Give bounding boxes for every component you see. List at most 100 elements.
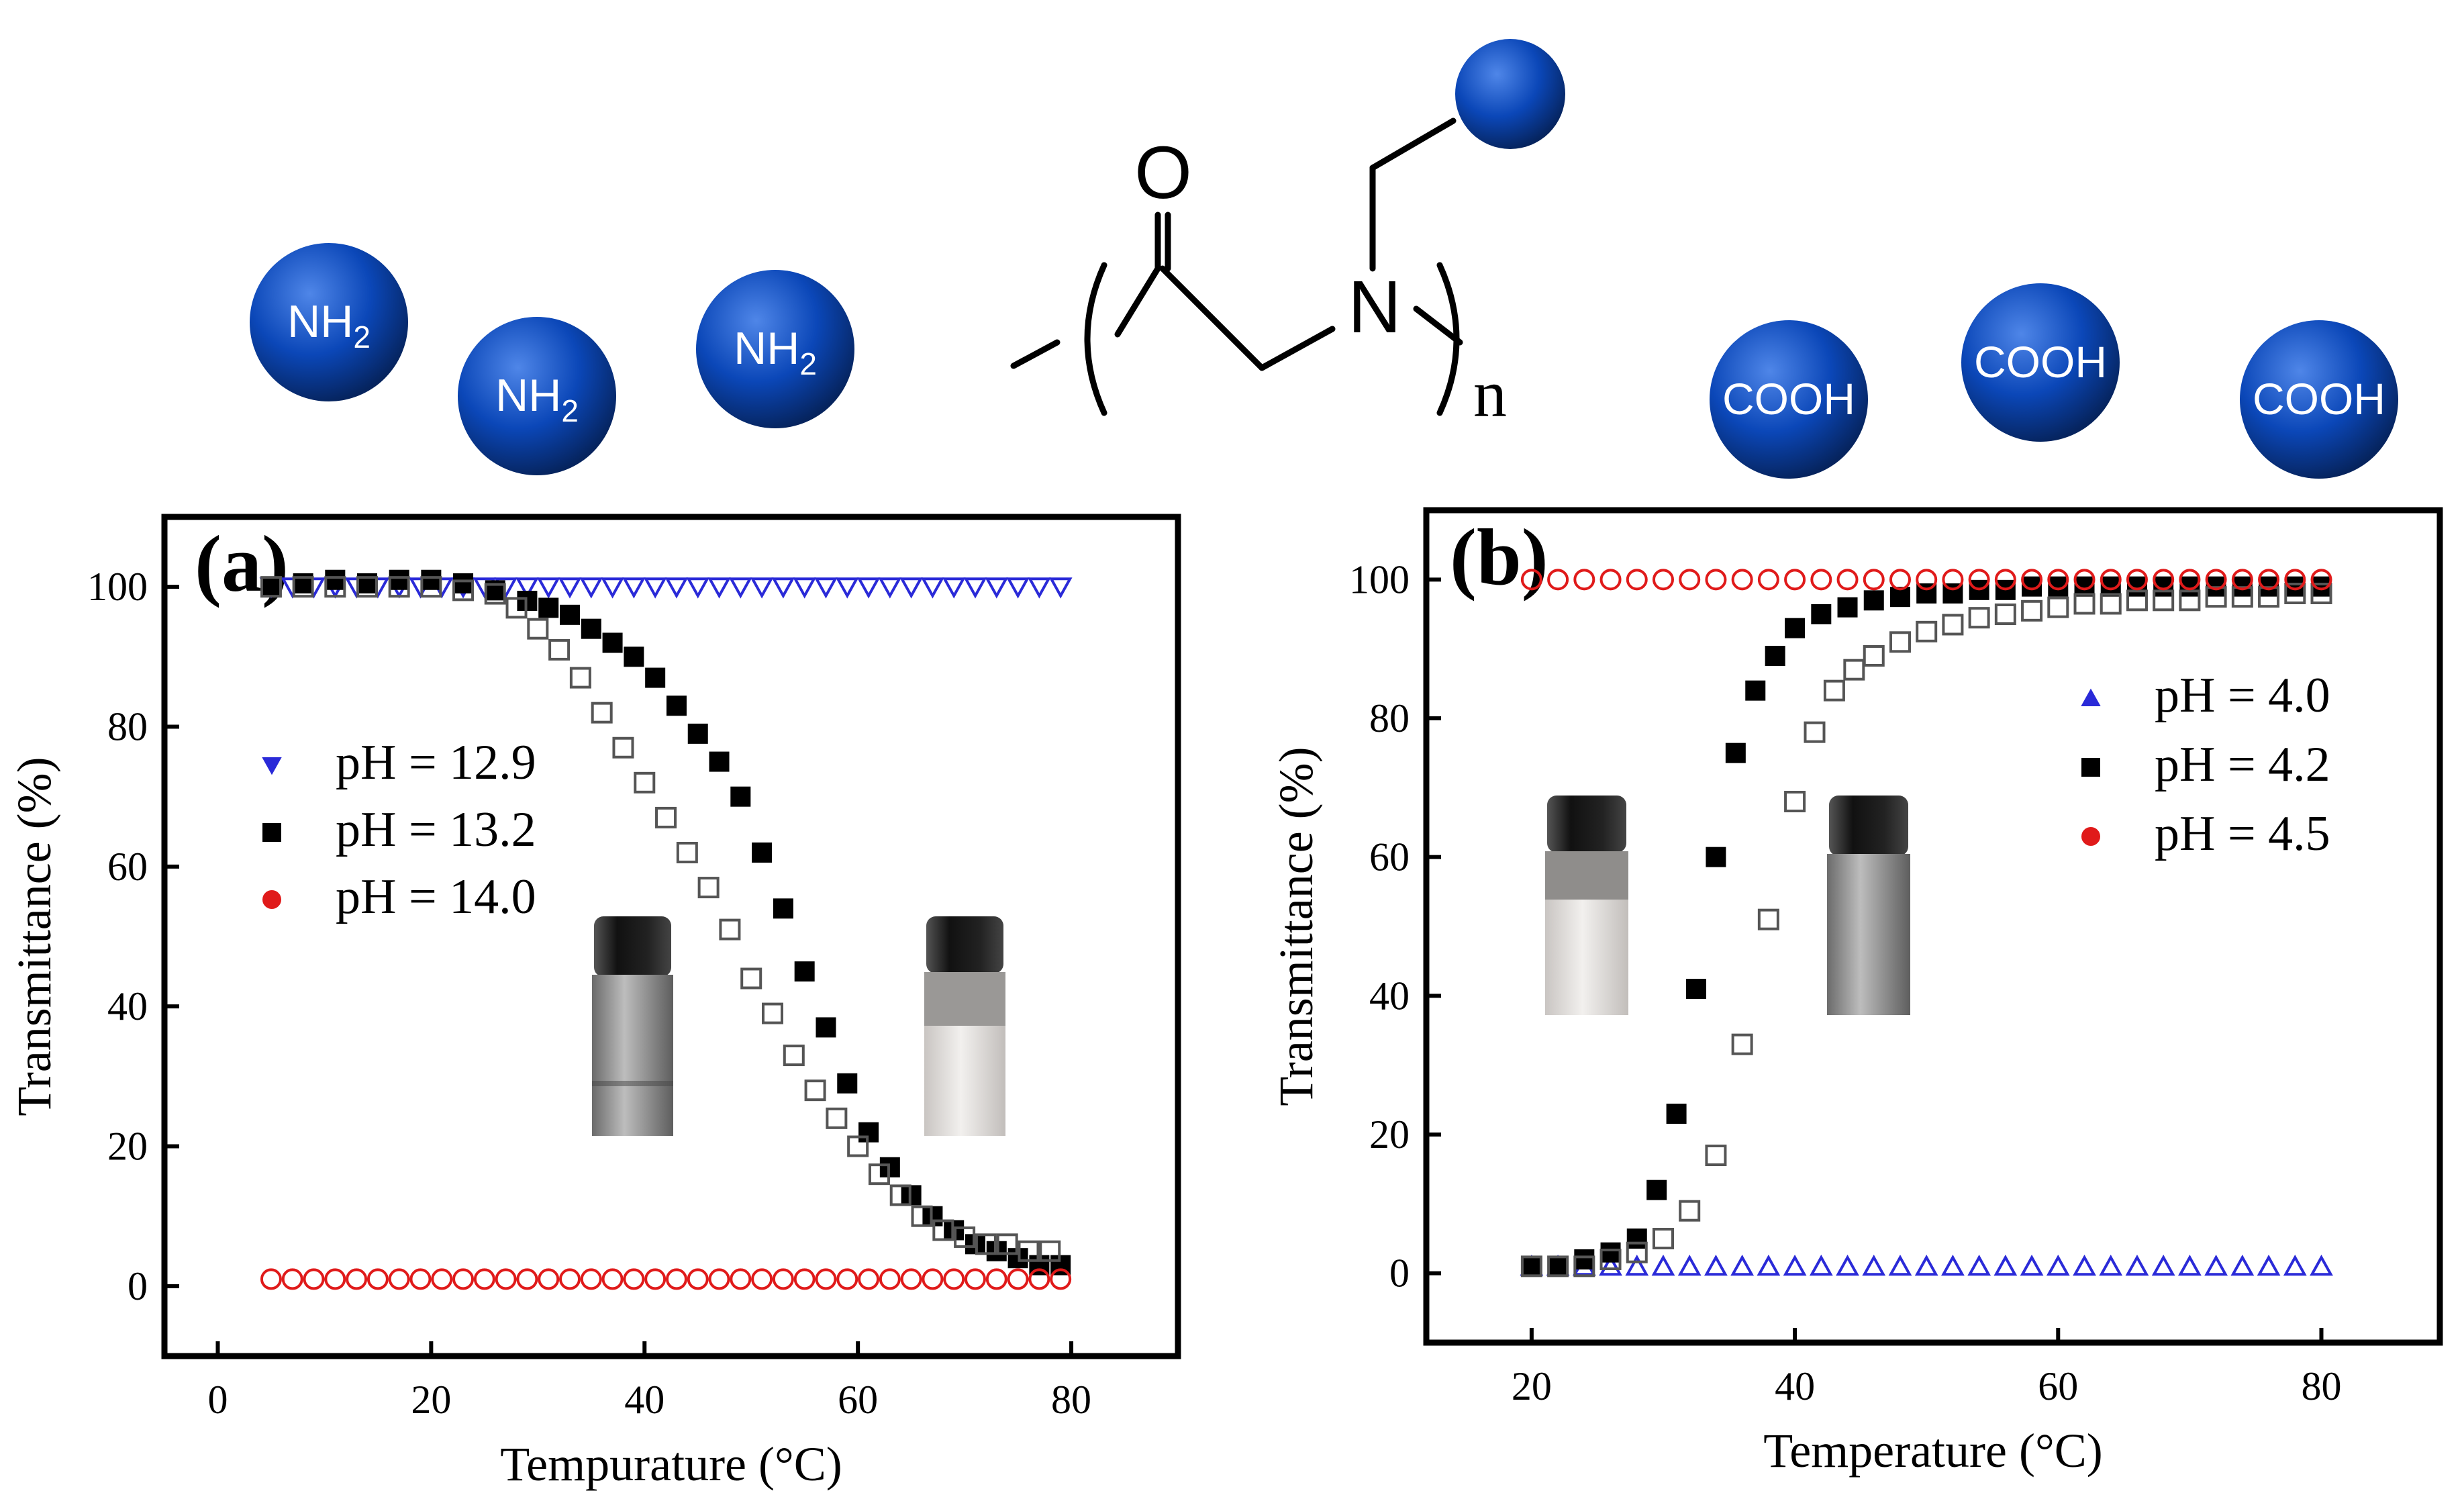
panel-a-data	[259, 569, 1073, 1290]
data-point	[324, 1268, 346, 1290]
data-point	[2205, 586, 2227, 608]
data-point	[1048, 577, 1073, 599]
data-point	[1765, 646, 1785, 666]
data-point	[634, 771, 656, 793]
repeat-index: n	[1473, 356, 1507, 431]
data-point	[697, 877, 720, 899]
data-point	[473, 1268, 495, 1290]
series-4	[1520, 569, 2332, 591]
data-point	[1757, 908, 1779, 930]
backbone-bond-1	[1114, 265, 1161, 338]
data-point	[601, 1268, 624, 1290]
data-point	[1784, 569, 1806, 591]
data-point	[624, 646, 644, 667]
data-point	[836, 1268, 858, 1290]
data-point	[879, 1268, 901, 1290]
data-point	[2284, 569, 2306, 591]
y-tick-label: 60	[107, 845, 148, 889]
acid-bead-label: COOH	[2253, 374, 2385, 424]
right-bracket	[1436, 262, 1460, 416]
legend-marker	[262, 890, 281, 909]
vial-headspace	[1545, 851, 1628, 900]
data-point	[366, 1268, 389, 1290]
data-point	[2204, 1254, 2228, 1276]
data-point	[2021, 599, 2043, 622]
data-point	[569, 667, 591, 689]
data-point	[655, 806, 677, 828]
y-axis-label: Transmittance (%)	[7, 757, 61, 1116]
data-point	[1731, 569, 1753, 591]
vial-solution-cloudy	[924, 1026, 1005, 1136]
data-point	[388, 1268, 410, 1290]
y-tick-label: 100	[87, 565, 148, 609]
data-point	[421, 569, 442, 590]
data-point	[622, 577, 646, 599]
data-point	[645, 667, 666, 688]
data-point	[975, 1233, 997, 1255]
backbone-left-bond	[1010, 339, 1061, 369]
side-chain-bond-2	[1369, 117, 1457, 171]
data-point	[783, 1045, 805, 1067]
data-point	[1968, 607, 1990, 629]
data-point	[2126, 569, 2148, 591]
data-point	[996, 1233, 1018, 1255]
data-point	[409, 1268, 432, 1290]
data-point	[2125, 1254, 2149, 1276]
amine-bead-label: NH2	[734, 323, 817, 381]
data-point	[943, 1268, 965, 1290]
data-point	[1757, 1254, 1781, 1276]
acid-bead-2: COOH	[1961, 283, 2120, 442]
vial-cap	[1547, 796, 1626, 853]
data-point	[773, 898, 793, 919]
data-point	[1548, 1256, 1569, 1277]
vial-cap	[926, 916, 1003, 973]
panel-a-vial-2	[923, 910, 1007, 1138]
data-point	[515, 577, 539, 599]
vial-cap	[1829, 796, 1908, 856]
data-point	[453, 573, 474, 593]
y-tick-label: 40	[107, 984, 148, 1028]
data-point	[708, 1268, 730, 1290]
legend-label: pH = 12.9	[336, 735, 536, 790]
data-point	[1823, 679, 1845, 702]
data-point	[1574, 1249, 1595, 1269]
data-point	[856, 577, 881, 599]
data-point	[942, 577, 966, 599]
series-4	[260, 1268, 1072, 1290]
data-point	[1018, 1240, 1040, 1262]
legend: pH = 4.0pH = 4.2pH = 4.5	[2081, 668, 2330, 861]
data-point	[1968, 569, 1990, 591]
data-point	[1837, 597, 1858, 618]
data-point	[1810, 569, 1832, 591]
data-point	[1916, 569, 1938, 591]
data-point	[559, 1268, 581, 1290]
data-point	[1626, 569, 1648, 591]
data-point	[1625, 1254, 1649, 1276]
data-point	[452, 1268, 475, 1290]
data-point	[2100, 593, 2122, 615]
y-tick-label: 100	[1349, 557, 1410, 602]
data-point	[1941, 1254, 1965, 1276]
data-point	[858, 1268, 880, 1290]
data-point	[1916, 620, 1938, 642]
data-point	[793, 1268, 816, 1290]
data-point	[2020, 1254, 2044, 1276]
data-point	[922, 1268, 944, 1290]
acid-bead-1: COOH	[1710, 320, 1868, 479]
data-point	[1785, 618, 1806, 638]
legend-label: pH = 13.2	[336, 802, 536, 857]
x-tick-label: 20	[1512, 1364, 1552, 1408]
x-axis-label: Temperature (°C)	[1763, 1424, 2103, 1478]
data-point	[527, 618, 549, 640]
x-axis-label: Tempurature (°C)	[500, 1437, 842, 1491]
data-point	[1651, 1254, 1675, 1276]
data-point	[452, 579, 475, 602]
amine-bead-1: NH2	[250, 243, 408, 401]
data-point	[1942, 569, 1964, 591]
data-point	[921, 577, 944, 599]
data-point	[431, 1268, 453, 1290]
data-point	[2258, 569, 2280, 591]
data-point	[1027, 577, 1051, 599]
